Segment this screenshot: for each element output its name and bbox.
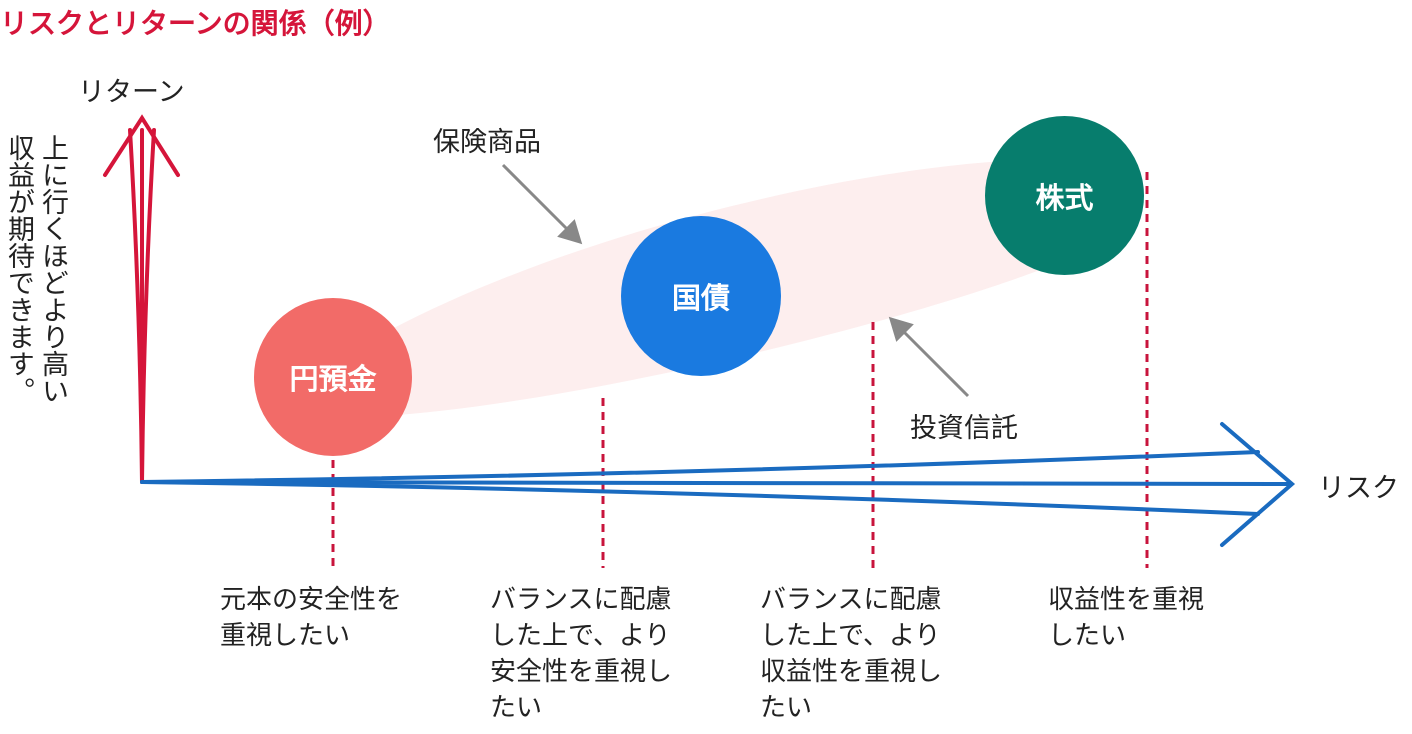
- y-axis-note-line-1: 上に行くほどより高い: [37, 134, 68, 404]
- description-line: した上で、より: [490, 621, 671, 651]
- product-bubble-yen-deposit: 円預金: [254, 298, 412, 456]
- y-axis-arrow: [103, 114, 180, 484]
- description-4: 収益性を重視 したい: [1048, 582, 1288, 654]
- product-bubble-stock: 株式: [985, 116, 1144, 275]
- insurance-annotation: 保険商品: [433, 127, 541, 158]
- insurance-pointer-arrow: [501, 163, 583, 245]
- description-line: 重視したい: [220, 621, 351, 651]
- description-line: したい: [1048, 621, 1127, 651]
- description-2: バランスに配慮 した上で、より 安全性を重視し たい: [490, 582, 730, 726]
- description-line: たい: [760, 693, 813, 723]
- x-axis-label: リスク: [1318, 473, 1399, 504]
- description-line: 収益性を重視し: [760, 657, 943, 687]
- description-line: バランスに配慮: [490, 585, 672, 615]
- description-line: たい: [490, 693, 543, 723]
- y-axis-label: リターン: [78, 77, 185, 108]
- investment-trust-pointer-arrow: [888, 316, 970, 398]
- y-axis-note-line-2: 収益が期待できます。: [3, 134, 34, 404]
- product-bubble-government-bond: 国債: [621, 216, 781, 376]
- description-line: した上で、より: [760, 621, 941, 651]
- x-axis-arrow: [140, 422, 1296, 547]
- description-line: 元本の安全性を: [220, 585, 403, 615]
- diagram-title: リスクとリターンの関係（例）: [0, 7, 391, 40]
- description-line: 収益性を重視: [1048, 585, 1205, 615]
- description-1: 元本の安全性を 重視したい: [220, 582, 460, 654]
- investment-trust-annotation: 投資信託: [910, 413, 1018, 444]
- description-line: バランスに配慮: [760, 585, 942, 615]
- description-line: 安全性を重視し: [490, 657, 673, 687]
- description-3: バランスに配慮 した上で、より 収益性を重視し たい: [760, 582, 1000, 726]
